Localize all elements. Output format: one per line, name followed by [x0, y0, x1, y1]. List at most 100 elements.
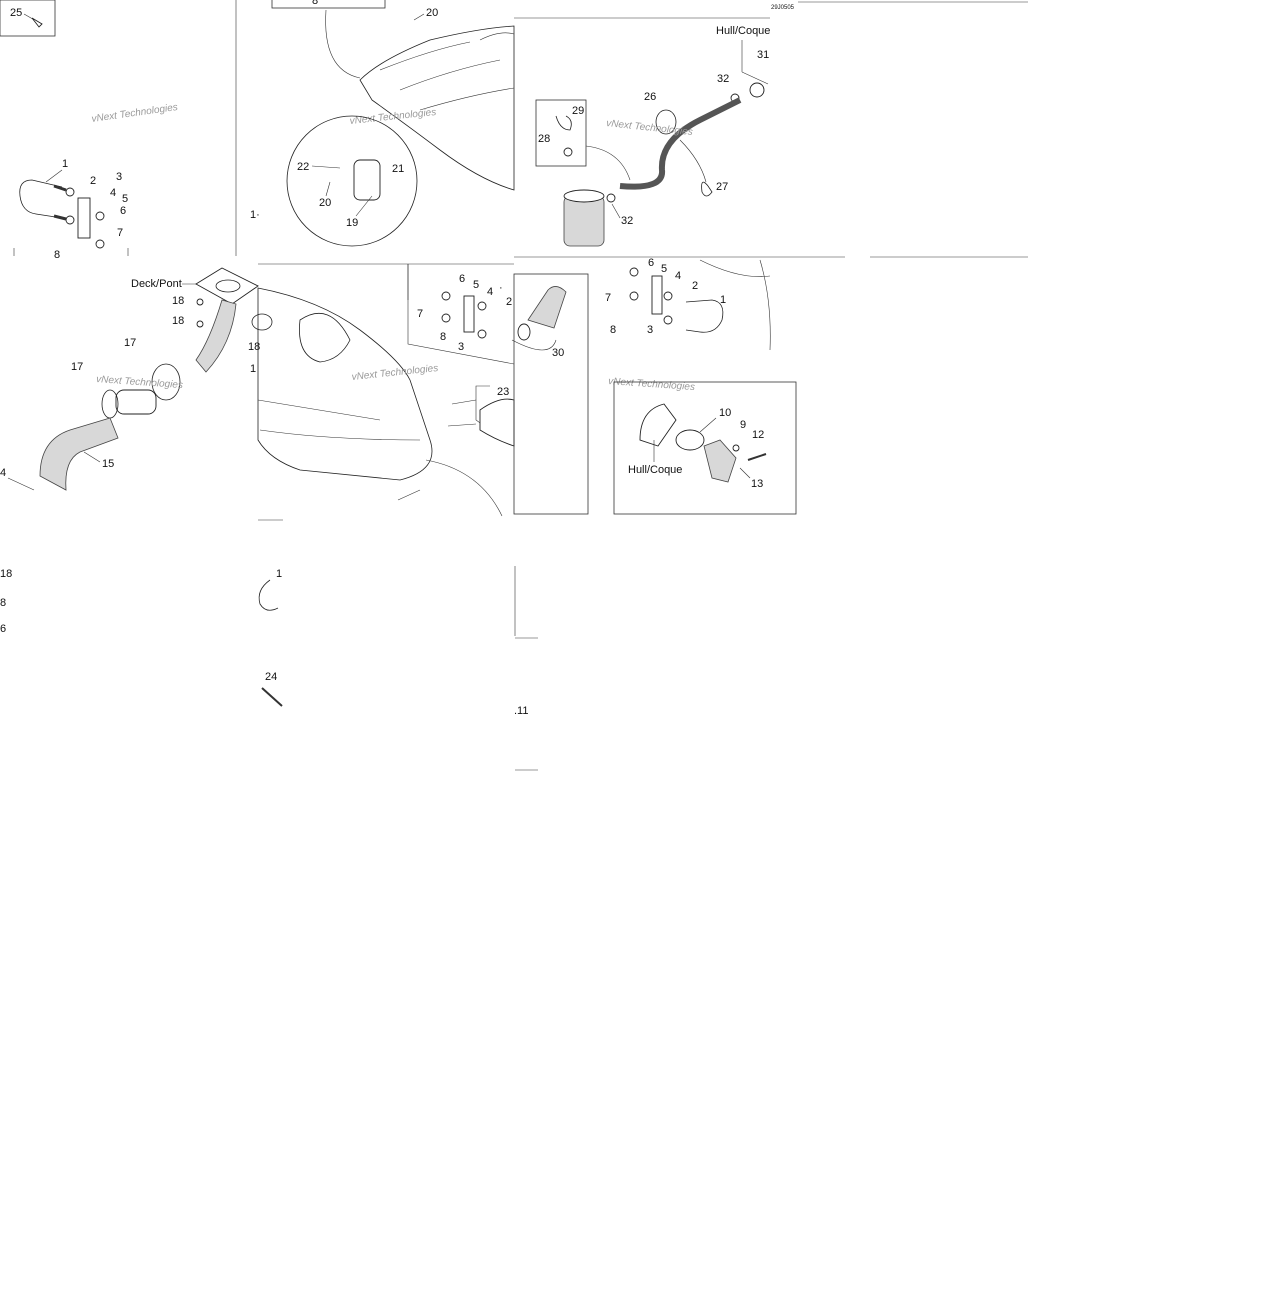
callout-8-partial: 8	[0, 597, 6, 609]
callout-18-a: 18	[172, 295, 184, 307]
callout-15: 15	[102, 458, 114, 470]
svg-text:·: ·	[499, 282, 503, 294]
callout-18-b: 18	[172, 315, 184, 327]
bilge-pump	[563, 195, 605, 247]
callout-14-partial: 1·	[250, 209, 260, 221]
tile-g: 30 .11	[511, 273, 589, 771]
callout-6: 6	[120, 205, 126, 217]
callout-17-a: 17	[124, 337, 136, 349]
tile-d: Deck/Pont 18 18 17 17 vNext Technologies…	[0, 267, 260, 635]
callout-32: 32	[621, 215, 633, 227]
u-bolt	[19, 179, 63, 219]
callout-23: 23	[497, 386, 509, 398]
callout-8-top: 8	[312, 0, 318, 7]
watermark-e: vNext Technologies	[351, 363, 439, 383]
callout-26: 26	[644, 91, 656, 103]
grommet	[749, 82, 765, 98]
vent-hose-upper	[195, 299, 237, 373]
tile-e: vNext Technologies 1 2 4	[251, 263, 514, 707]
callout-22: 22	[297, 161, 309, 173]
boat-hull-b	[359, 25, 515, 191]
hull-label: Hull/Coque	[628, 464, 682, 476]
callout-32-top: 32	[717, 73, 729, 85]
bracket-23	[479, 398, 515, 447]
callout-20: 20	[319, 197, 331, 209]
callout-7-f: 7	[417, 308, 423, 320]
callout-5: 5	[122, 193, 128, 205]
callout-27: 27	[716, 181, 728, 193]
deck-label: Deck/Pont	[131, 278, 182, 290]
gasket-10	[675, 429, 705, 451]
callout-9: 9	[740, 419, 746, 431]
callout-29: 29	[572, 105, 584, 117]
screw-part	[31, 17, 43, 28]
callout-18-c: 18	[0, 568, 12, 580]
callout-16-partial: 1	[250, 363, 256, 375]
inset-box-25	[0, 0, 56, 37]
inset-box-30	[513, 273, 589, 515]
callout-1: 1	[62, 158, 68, 170]
callout-10: 10	[719, 407, 731, 419]
callout-4: 4	[110, 187, 116, 199]
callout-11-partial: .11	[514, 705, 528, 717]
callout-6-partial: 6	[0, 623, 6, 635]
callout-28: 28	[538, 133, 550, 145]
u-bolt-h	[685, 299, 724, 333]
callout-1-partial: 1	[276, 568, 282, 580]
detail-circle	[286, 115, 418, 247]
watermark-h: vNext Technologies	[608, 376, 695, 393]
callout-19: 19	[346, 217, 358, 229]
watermark-a: vNext Technologies	[91, 102, 179, 125]
callout-3-f: 3	[458, 341, 464, 353]
drain-backing	[639, 403, 677, 447]
vent-housing	[353, 159, 381, 201]
callout-2-f: 2	[506, 296, 512, 308]
hull-label-top: Hull/Coque	[716, 25, 770, 37]
callout-3-h: 3	[647, 324, 653, 336]
inset-box-drain	[613, 381, 797, 515]
tile-h: 6 5 4 2 1 7 8 3 vNext Technologies Hull/…	[605, 257, 797, 515]
callout-30: 30	[552, 347, 564, 359]
deck-flange	[195, 267, 259, 305]
callout-18-partial: 18	[248, 341, 260, 353]
tile-b: 8 20 vNext Technologies 22 21 20 19 1·	[250, 0, 515, 247]
callout-25: 25	[10, 7, 22, 19]
inset-box-28-29	[535, 99, 587, 167]
watermark-c: vNext Technologies	[606, 118, 694, 138]
vent-cap	[115, 389, 157, 415]
callout-7: 7	[117, 227, 123, 239]
callout-3: 3	[116, 171, 122, 183]
tile-a: 25 vNext Technologies 1 2 3 4 5 6 7 8	[0, 0, 237, 261]
vent-hose-lower	[39, 417, 119, 491]
callout-20-top: 20	[426, 7, 438, 19]
backing-plate	[77, 197, 91, 239]
callout-14: 4	[0, 467, 6, 479]
drain-plug-body	[703, 439, 737, 483]
callout-5-f: 5	[473, 279, 479, 291]
callout-12: 12	[752, 429, 764, 441]
tile-c: 29J0505 Hull/Coque 31 32 26 29 28 vNext …	[514, 1, 1028, 258]
bellows-30	[527, 286, 567, 329]
boat-hull-e	[257, 287, 433, 481]
doc-code: 29J0505	[771, 5, 795, 11]
callout-21: 21	[392, 163, 404, 175]
callout-2: 2	[90, 175, 96, 187]
tile-f: 6 5 4 2 7 8 3 · 23	[407, 264, 515, 447]
callout-1-h: 1	[720, 294, 726, 306]
callout-5-h: 5	[661, 263, 667, 275]
callout-13: 13	[751, 478, 763, 490]
callout-7-h: 7	[605, 292, 611, 304]
callout-8-h: 8	[610, 324, 616, 336]
callout-31: 31	[757, 49, 769, 61]
drain-hose	[619, 97, 742, 190]
callout-6-h: 6	[648, 257, 654, 269]
callout-8-f: 8	[440, 331, 446, 343]
callout-2-h: 2	[692, 280, 698, 292]
callout-4-h: 4	[675, 270, 681, 282]
callout-6-f: 6	[459, 273, 465, 285]
callout-4-f: 4	[487, 286, 493, 298]
callout-17-b: 17	[71, 361, 83, 373]
callout-8: 8	[54, 249, 60, 261]
